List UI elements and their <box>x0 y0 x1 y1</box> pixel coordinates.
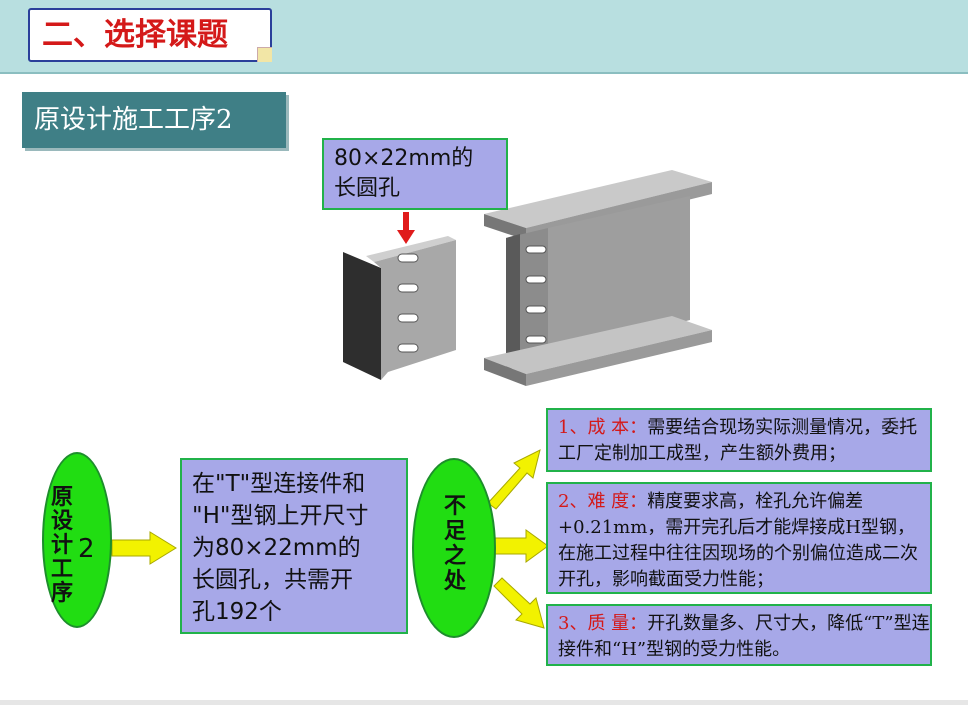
red-arrow-head <box>397 230 415 244</box>
process-description: 在"T"型连接件和 "H"型钢上开尺寸 为80×22mm的 长圆孔，共需开 孔1… <box>180 458 408 634</box>
footer-line <box>0 700 968 705</box>
process-oval-number: 2 <box>78 534 95 564</box>
issue-heading: 1、成 本： <box>558 417 648 438</box>
slot-hole <box>397 253 419 263</box>
h-beam-bottom-flange-side <box>526 330 712 386</box>
arrow-to-issue-2 <box>493 529 549 563</box>
process-oval-text: 原设计工序 <box>50 485 73 606</box>
issue-heading: 2、难 度： <box>558 491 648 512</box>
arrow-to-description <box>111 531 177 565</box>
description-line: 孔192个 <box>192 599 282 625</box>
slot-size-label: 80×22mm的 长圆孔 <box>322 138 508 210</box>
process-oval <box>42 452 112 628</box>
section-subheading: 原设计施工工序2 <box>22 92 286 148</box>
description-line: 为80×22mm的 <box>192 535 361 561</box>
h-beam-top-flange-edge <box>484 214 526 240</box>
slot-label-line1: 80×22mm的 <box>334 146 474 171</box>
issue-difficulty: 2、难 度：精度要求高，栓孔允许偏差+0.21mm，需开完孔后才能焊接成H型钢，… <box>546 482 932 594</box>
description-line: 长圆孔，共需开 <box>192 567 353 593</box>
issue-cost: 1、成 本：需要结合现场实际测量情况，委托工厂定制加工成型，产生额外费用； <box>546 408 932 472</box>
t-connector-flange <box>343 252 381 380</box>
slot-hole <box>397 283 419 293</box>
slot-hole <box>525 335 547 344</box>
page-title: 二、选择课题 <box>28 8 272 62</box>
h-beam-web <box>548 196 690 356</box>
slot-hole <box>525 305 547 314</box>
red-arrow-shaft <box>403 212 409 232</box>
issue-heading: 3、质 量： <box>558 613 648 634</box>
issue-text: 开孔数量多、尺寸大，降低“T”型连接件和“H”型钢的受力性能。 <box>558 613 930 660</box>
slot-label-line2: 长圆孔 <box>334 176 401 201</box>
description-line: 在"T"型连接件和 <box>192 471 366 497</box>
h-beam-bottom-flange-edge <box>484 358 526 386</box>
slot-hole <box>525 275 547 284</box>
shortcomings-oval-text: 不足之处 <box>443 494 466 594</box>
slot-hole <box>525 245 547 254</box>
slot-hole <box>397 343 419 353</box>
slot-hole <box>397 313 419 323</box>
arrow-to-issue-3 <box>493 577 545 629</box>
description-line: "H"型钢上开尺寸 <box>192 503 369 529</box>
issue-quality: 3、质 量：开孔数量多、尺寸大，降低“T”型连接件和“H”型钢的受力性能。 <box>546 604 932 666</box>
t-connector-top <box>366 236 456 262</box>
h-beam-web-edge <box>506 234 520 370</box>
issue-text: 需要结合现场实际测量情况，委托工厂定制加工成型，产生额外费用； <box>558 417 918 464</box>
arrow-to-issue-1 <box>487 449 541 510</box>
h-beam-bottom-flange <box>484 316 712 374</box>
shortcomings-oval <box>412 458 496 638</box>
issue-text: 精度要求高，栓孔允许偏差+0.21mm，需开完孔后才能焊接成H型钢，在施工过程中… <box>558 491 918 590</box>
h-beam-top-flange <box>484 170 712 228</box>
t-connector-web <box>374 240 456 380</box>
